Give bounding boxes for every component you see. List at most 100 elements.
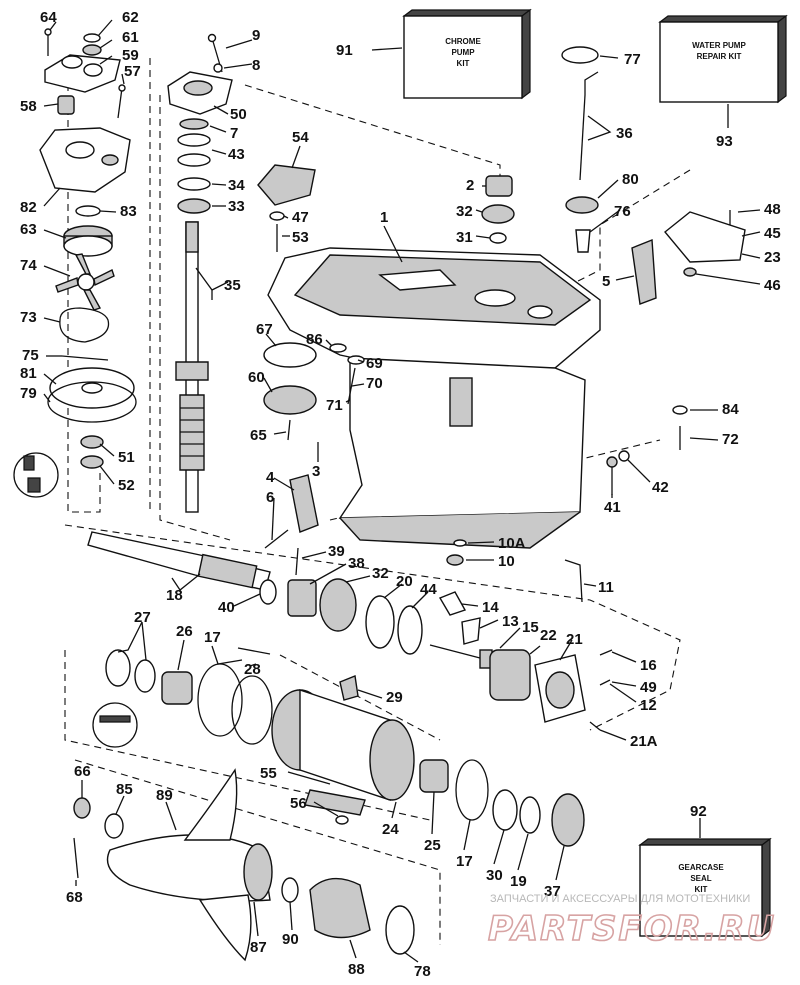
water-pump-parts [13,28,137,498]
callout-10A: 10A [498,535,526,552]
callout-91: 91 [336,42,353,59]
callout-20: 20 [396,573,413,590]
callout-49: 49 [640,679,657,696]
callout-69: 69 [366,355,383,372]
callout-81: 81 [20,365,37,382]
callout-41: 41 [604,499,621,516]
callout-86: 86 [306,331,323,348]
callout-27: 27 [134,609,151,626]
callout-15: 15 [522,619,539,636]
callout-53: 53 [292,229,309,246]
callout-89: 89 [156,787,173,804]
callout-30: 30 [486,867,503,884]
water-pump-repair-kit-box: WATER PUMP REPAIR KIT [658,14,788,104]
callout-43: 43 [228,146,245,163]
callout-7: 7 [230,125,238,142]
callout-46: 46 [764,277,781,294]
callout-4: 4 [266,469,275,486]
callout-44: 44 [420,581,437,598]
watermark-logo: PARTSFOR.RU [488,909,776,949]
callout-5: 5 [602,273,610,290]
mid-upper-parts [257,46,746,603]
callout-9: 9 [252,27,260,44]
callout-42: 42 [652,479,669,496]
callout-36: 36 [616,125,633,142]
callout-8: 8 [252,57,260,74]
watermark: ЗАПЧАСТИ И АКСЕССУАРЫ ДЛЯ МОТОТЕХНИКИ PA… [487,893,776,950]
callout-29: 29 [386,689,403,706]
callout-77: 77 [624,51,641,68]
callout-12: 12 [640,697,657,714]
callout-32-upper: 32 [456,203,473,220]
callout-67: 67 [256,321,273,338]
callout-23: 23 [764,249,781,266]
callout-52: 52 [118,477,135,494]
callout-90: 90 [282,931,299,948]
chrome-pump-kit-line-1: CHROME [445,37,481,46]
callout-88: 88 [348,961,365,978]
callout-76: 76 [614,203,631,220]
callout-47: 47 [292,209,309,226]
callout-13: 13 [502,613,519,630]
callout-83: 83 [120,203,137,220]
callout-38: 38 [348,555,365,572]
water-pump-kit-line-2: REPAIR KIT [697,52,742,61]
callout-31: 31 [456,229,473,246]
callout-39: 39 [328,543,345,560]
callout-73: 73 [20,309,37,326]
callout-21A: 21A [630,733,658,750]
callout-58: 58 [20,98,37,115]
callout-1: 1 [380,209,388,226]
callout-18: 18 [166,587,183,604]
callout-57: 57 [124,63,141,80]
callout-25: 25 [424,837,441,854]
callout-51: 51 [118,449,135,466]
callout-92: 92 [690,803,707,820]
callout-80: 80 [622,171,639,188]
gearcase-seal-kit-line-3: KIT [695,885,708,894]
chrome-pump-kit-line-2: PUMP [451,48,475,57]
callout-84: 84 [722,401,739,418]
callout-70: 70 [366,375,383,392]
bearing-carrier-parts [92,647,585,847]
callout-11: 11 [598,579,614,596]
callout-75: 75 [22,347,39,364]
callout-22: 22 [540,627,557,644]
callout-64: 64 [40,9,57,26]
callout-55: 55 [260,765,277,782]
callout-19: 19 [510,873,527,890]
callout-28: 28 [244,661,261,678]
callout-17-upper: 17 [204,629,221,646]
callout-72: 72 [722,431,739,448]
watermark-text: ЗАПЧАСТИ И АКСЕССУАРЫ ДЛЯ МОТОТЕХНИКИ [490,893,750,905]
callout-78: 78 [414,963,431,980]
callout-48: 48 [764,201,781,218]
propshaft-parts [87,531,613,731]
callout-10: 10 [498,553,515,570]
callout-45: 45 [764,225,781,242]
chrome-pump-kit-line-3: KIT [457,59,470,68]
callout-62: 62 [122,9,139,26]
callout-26: 26 [176,623,193,640]
callout-33: 33 [228,198,245,215]
callout-50: 50 [230,106,247,123]
callout-66: 66 [74,763,91,780]
chrome-pump-kit-box: CHROME PUMP KIT [402,8,532,100]
callout-labels: 64 62 61 59 57 58 82 83 63 74 73 75 81 7… [20,9,781,980]
callout-24: 24 [382,821,399,838]
gearcase-seal-kit-box: GEARCASE SEAL KIT [638,837,772,938]
callout-3: 3 [312,463,320,480]
callout-65: 65 [250,427,267,444]
callout-21: 21 [566,631,583,648]
callout-59: 59 [122,47,139,64]
callout-35: 35 [224,277,241,294]
callout-32-lower: 32 [372,565,389,582]
callout-87: 87 [250,939,267,956]
gearcase-seal-kit-line-1: GEARCASE [678,863,724,872]
callout-17-lower: 17 [456,853,473,870]
callout-34: 34 [228,177,245,194]
gearcase-housing [267,247,601,549]
water-pump-kit-line-1: WATER PUMP [692,41,746,50]
callout-37: 37 [544,883,561,900]
